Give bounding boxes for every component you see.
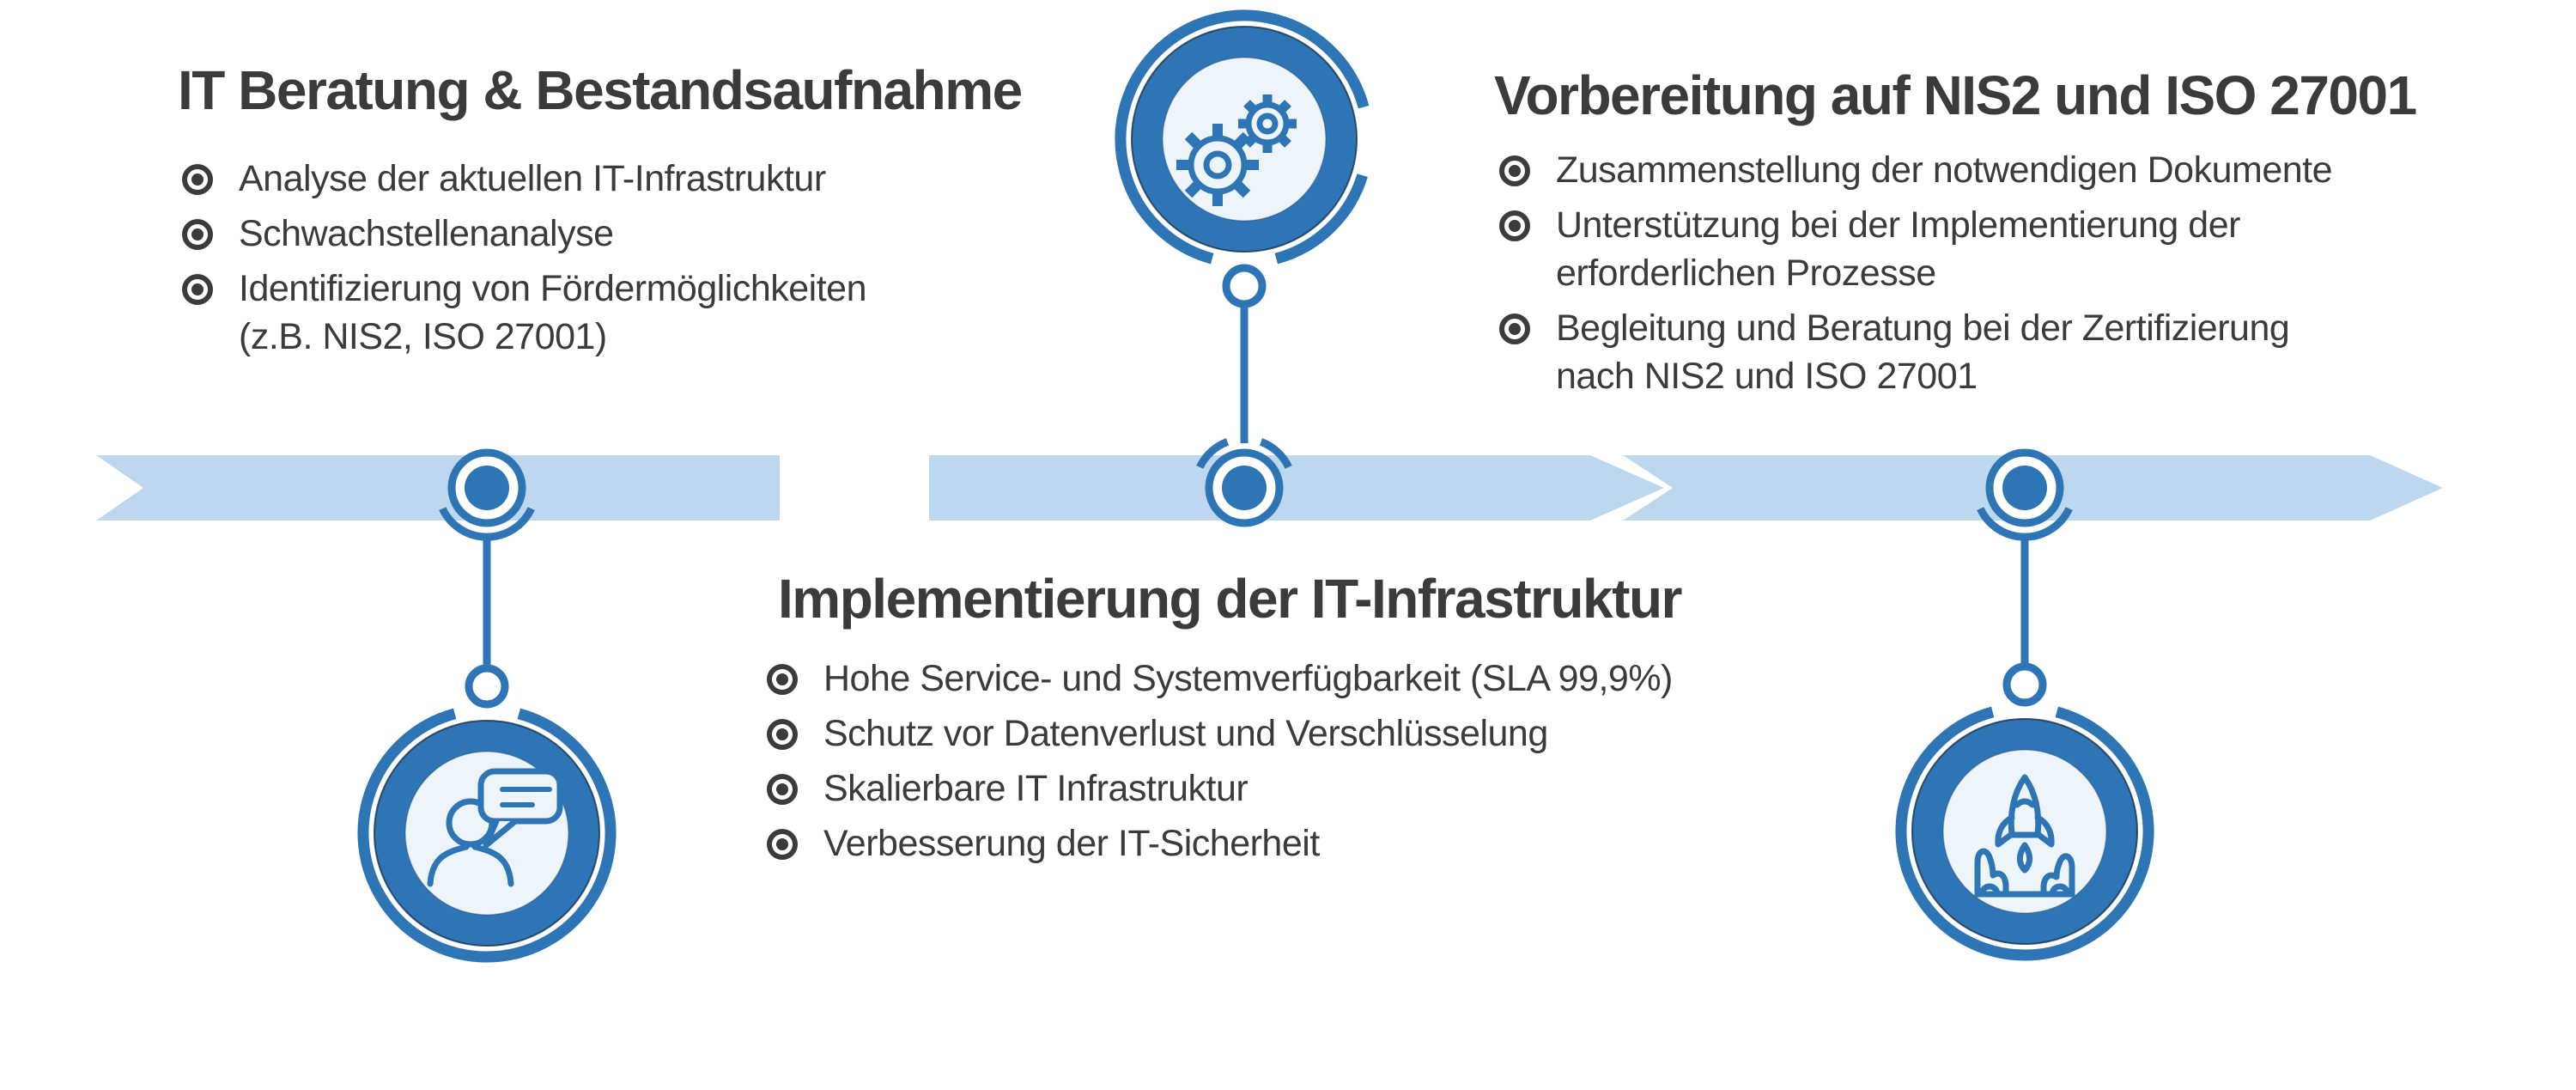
list-item-text: erforderlichen Prozesse — [1556, 253, 1936, 294]
list-item-text: Identifizierung von Fördermöglichkeiten — [239, 268, 867, 309]
bullet-dot-icon — [1509, 323, 1521, 335]
fisheye-bullet-icon — [182, 164, 213, 195]
bullet-dot-icon — [191, 174, 204, 186]
list-item-text: Unterstützung bei der Implementierung de… — [1556, 204, 2240, 246]
list-item-text: Skalierbare IT Infrastruktur — [823, 768, 1249, 809]
step-block-vorbereitung: Vorbereitung auf NIS2 und ISO 27001 — [1494, 64, 2417, 126]
bullet-dot-icon — [776, 728, 788, 740]
bullet-dot-icon — [776, 673, 788, 685]
bullet-dot-icon — [1509, 220, 1521, 232]
list-item-text: Schwachstellenanalyse — [239, 213, 614, 254]
list-item: Unterstützung bei der Implementierung de… — [1499, 201, 2332, 249]
list-item-text: (z.B. NIS2, ISO 27001) — [239, 316, 607, 357]
timeline-node-1 — [447, 448, 526, 527]
connector-ring — [2002, 662, 2047, 707]
fisheye-bullet-icon — [767, 774, 798, 805]
list-item: Identifizierung von Fördermöglichkeiten — [182, 265, 867, 313]
connector-center — [1196, 264, 1292, 469]
rocket-launch-icon — [1974, 774, 2075, 898]
connector-left — [439, 507, 535, 709]
outer-ring-segment — [1274, 174, 1368, 265]
list-item-text: Begleitung und Beratung bei der Zertifiz… — [1556, 308, 2290, 349]
list-item: Analyse der aktuellen IT-Infrastruktur — [182, 155, 866, 203]
list-item: Zusammenstellung der notwendigen Dokumen… — [1499, 146, 2333, 194]
timeline-node-2 — [1205, 448, 1284, 527]
bullet-dot-icon — [776, 838, 788, 850]
list-item-text: Hohe Service- und Systemverfügbarkeit (S… — [823, 658, 1673, 699]
bullet-dot-icon — [191, 283, 204, 295]
person-chat-icon — [427, 768, 563, 887]
fisheye-bullet-icon — [182, 219, 213, 250]
outer-ring — [357, 708, 617, 963]
list-item-continuation: nach NIS2 und ISO 27001 — [1499, 352, 2332, 400]
step-title: Implementierung der IT-Infrastruktur — [778, 568, 1682, 630]
band-segment-2 — [929, 455, 1664, 521]
node-arc — [1259, 438, 1292, 469]
step-block-implementierung: Implementierung der IT-Infrastruktur — [778, 568, 1682, 630]
list-item-text: nach NIS2 und ISO 27001 — [1556, 356, 1978, 397]
outer-ring — [1115, 9, 1370, 265]
timeline-node-3 — [1985, 448, 2064, 527]
step-list-vorbereitung: Zusammenstellung der notwendigen Dokumen… — [1499, 146, 2333, 400]
outer-ring — [1895, 706, 2154, 961]
milestone-circle-beratung — [357, 708, 617, 963]
bullet-dot-icon — [776, 783, 788, 795]
timeline-arrow-band — [96, 455, 2443, 521]
fisheye-bullet-icon — [767, 829, 798, 860]
milestone-circle-implementierung — [1115, 9, 1370, 265]
connector-right — [1977, 507, 2073, 707]
step-list-implementierung: Hohe Service- und Systemverfügbarkeit (S… — [767, 655, 1673, 868]
list-item: Begleitung und Beratung bei der Zertifiz… — [1499, 304, 2332, 352]
list-item: Schwachstellenanalyse — [182, 210, 866, 258]
fisheye-bullet-icon — [1499, 210, 1530, 241]
list-item-text: Zusammenstellung der notwendigen Dokumen… — [1556, 149, 2333, 191]
gears-icon — [1176, 94, 1297, 206]
list-item-text: Schutz vor Datenverlust und Verschlüssel… — [823, 713, 1548, 754]
list-item: Hohe Service- und Systemverfügbarkeit (S… — [767, 655, 1673, 703]
bullet-dot-icon — [1509, 165, 1521, 177]
list-item-text: Verbesserung der IT-Sicherheit — [823, 823, 1320, 864]
step-block-beratung: IT Beratung & Bestandsaufnahme — [178, 59, 1023, 121]
bullet-dot-icon — [191, 228, 204, 241]
step-title: IT Beratung & Bestandsaufnahme — [178, 59, 1023, 121]
fisheye-bullet-icon — [767, 719, 798, 750]
step-title: Vorbereitung auf NIS2 und ISO 27001 — [1494, 64, 2417, 126]
fisheye-bullet-icon — [1499, 314, 1530, 344]
list-item: Verbesserung der IT-Sicherheit — [767, 819, 1673, 868]
connector-ring — [1222, 264, 1267, 308]
fisheye-bullet-icon — [767, 664, 798, 695]
fisheye-bullet-icon — [1499, 155, 1530, 186]
node-arc — [1196, 438, 1230, 469]
step-list-beratung: Analyse der aktuellen IT-Infrastruktur S… — [182, 155, 867, 361]
list-item: Schutz vor Datenverlust und Verschlüssel… — [767, 709, 1673, 758]
connector-ring — [465, 664, 509, 709]
band-segment-1 — [96, 455, 780, 521]
list-item: Skalierbare IT Infrastruktur — [767, 764, 1673, 813]
list-item-continuation: (z.B. NIS2, ISO 27001) — [182, 313, 866, 361]
fisheye-bullet-icon — [182, 274, 213, 305]
milestone-circle-vorbereitung — [1895, 706, 2154, 961]
list-item-continuation: erforderlichen Prozesse — [1499, 249, 2332, 297]
list-item-text: Analyse der aktuellen IT-Infrastruktur — [239, 158, 826, 199]
